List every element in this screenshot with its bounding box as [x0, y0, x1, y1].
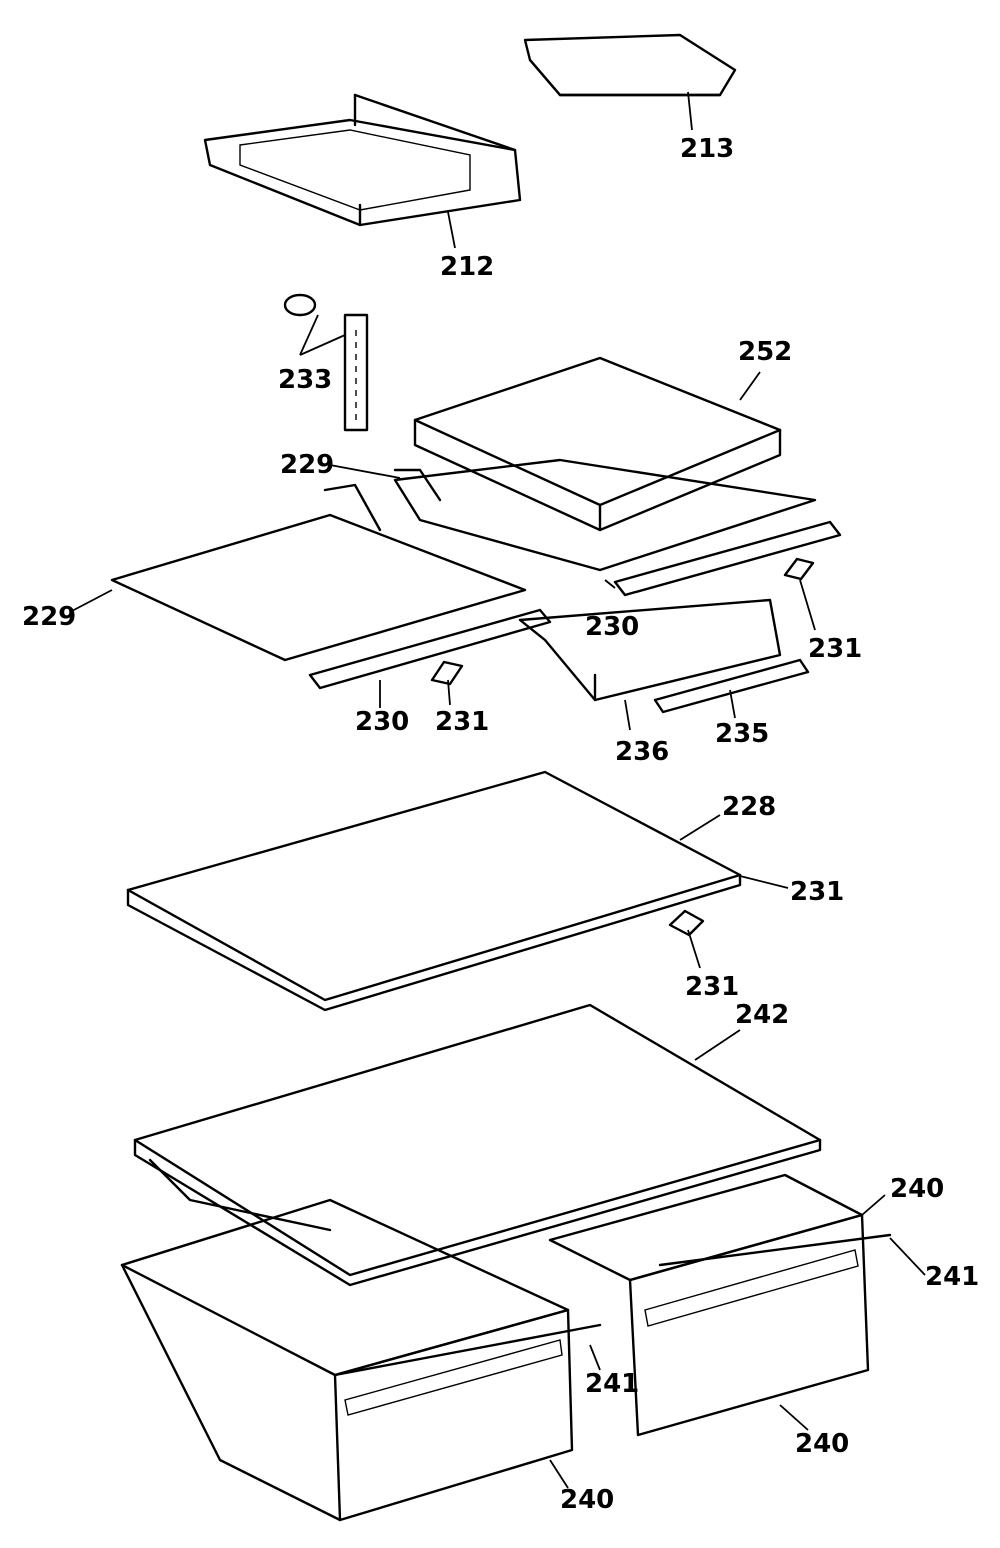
full-width-shelf-part [126, 770, 789, 1012]
callout-230-right: 230 [585, 612, 639, 642]
callout-240-left: 240 [560, 1485, 614, 1515]
callout-242: 242 [735, 1000, 789, 1030]
shelf-support-part [283, 293, 369, 432]
crisper-drawers-part [120, 1173, 926, 1522]
callout-240-right-bottom: 240 [795, 1429, 849, 1459]
ice-tray-part [523, 33, 737, 131]
callout-231-right: 231 [808, 634, 862, 664]
callout-230-left: 230 [355, 707, 409, 737]
callout-231-left: 231 [435, 707, 489, 737]
callout-213: 213 [680, 134, 734, 164]
callout-235: 235 [715, 719, 769, 749]
callout-228: 228 [722, 792, 776, 822]
crisper-glass-shelf-part [133, 1003, 822, 1287]
crisper-cover-part [413, 356, 782, 532]
freezer-basket-part [203, 93, 522, 249]
callout-252: 252 [738, 337, 792, 367]
callout-231-clip: 231 [685, 972, 739, 1002]
callout-241-right: 241 [925, 1262, 979, 1292]
callout-229-left: 229 [22, 602, 76, 632]
shelf-left-part [69, 483, 527, 662]
callout-231-shelf: 231 [790, 877, 844, 907]
shelf-upper-right-part [329, 458, 817, 572]
shelf-hardware-part [308, 520, 842, 731]
callout-241-left: 241 [585, 1369, 639, 1399]
callout-240-right-top: 240 [890, 1174, 944, 1204]
callout-212: 212 [440, 252, 494, 282]
callout-236: 236 [615, 737, 669, 767]
callout-229-upper: 229 [280, 450, 334, 480]
callout-233: 233 [278, 365, 332, 395]
